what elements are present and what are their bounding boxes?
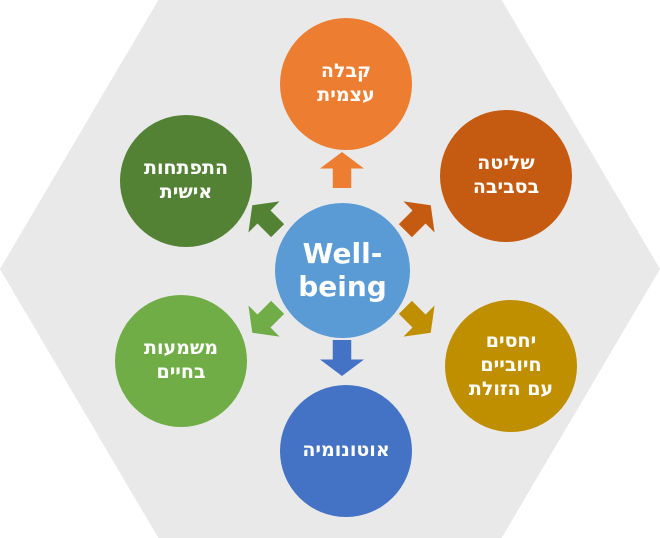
center-circle-wellbeing: Well- being — [275, 203, 410, 338]
node-positive-relations-label: יחסים חיוביים עם הזולת — [468, 330, 554, 400]
node-positive-relations: יחסים חיוביים עם הזולת — [445, 300, 577, 432]
node-meaning-in-life-label: משמעות בחיים — [143, 337, 219, 383]
node-self-acceptance-label: קבלה עצמית — [317, 60, 375, 106]
node-environmental-mastery-label: שליטה בסביבה — [472, 152, 540, 198]
center-circle-label: Well- being — [298, 237, 387, 303]
node-self-acceptance: קבלה עצמית — [280, 18, 412, 150]
node-environmental-mastery: שליטה בסביבה — [440, 110, 572, 242]
node-meaning-in-life: משמעות בחיים — [115, 295, 247, 427]
node-autonomy-label: אוטונומיה — [302, 439, 390, 462]
node-autonomy: אוטונומיה — [280, 385, 412, 517]
node-personal-growth-label: התפתחות אישית — [143, 157, 229, 203]
node-personal-growth: התפתחות אישית — [120, 115, 252, 247]
